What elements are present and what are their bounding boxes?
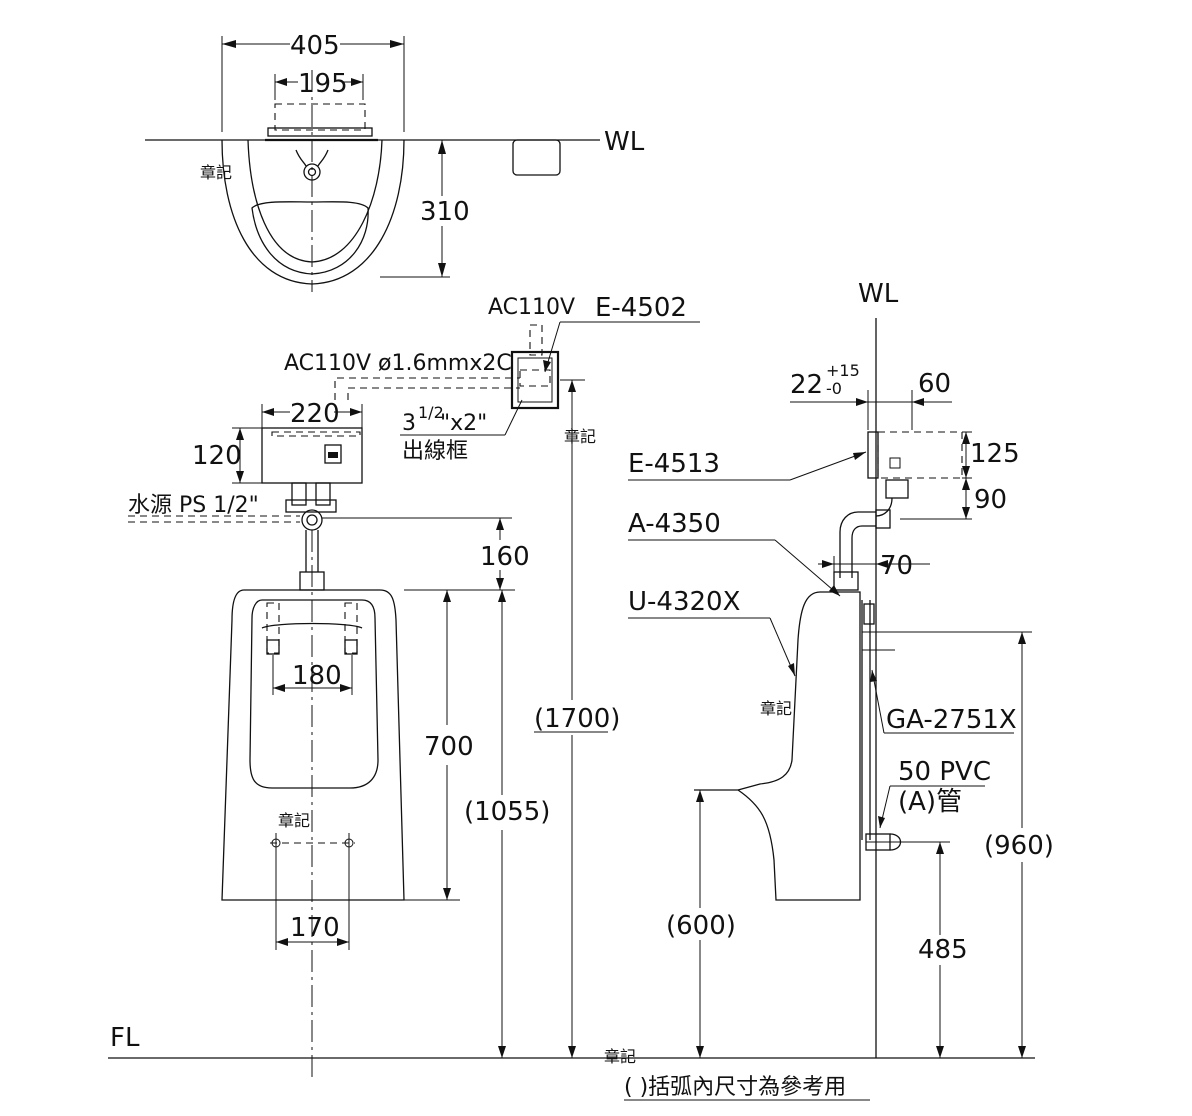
drain-pipe-type: (A)管 [898,787,962,817]
lip-height-dim: (600) [666,911,736,941]
side-stamp: 章記 [760,699,792,718]
box-model-label: E-4502 [595,293,687,323]
drain-height-dim: 485 [918,935,968,965]
floor-label: FL [110,1023,140,1053]
top-view: WL 405 195 [145,31,645,292]
hanger-spacing-dim: 170 [290,913,340,943]
spud-model-label: A-4350 [628,509,721,539]
sensor-height-dim: 120 [192,441,242,471]
box-size-whole: 3 [402,411,416,436]
water-supply-label: 水源 PS 1/2" [128,493,259,518]
drain-pipe-label: 50 PVC [898,757,991,787]
footnote: ( )括弧內尺寸為參考用 [624,1075,846,1100]
front-stamp-top: 章記 [564,427,596,446]
top-stamp: 章記 [200,163,232,182]
power-label-top: AC110V [488,295,575,320]
sensor-model-label: E-4513 [628,449,720,479]
box-size-fraction: 1/2 [418,403,444,422]
top-width-dim: 405 [290,31,340,61]
front-stamp-mid: 章記 [278,811,310,830]
box-size-rest: "x2" [440,411,487,436]
power-cable-label: AC110V ø1.6mmx2C [284,351,512,376]
offset-lower-tol: -0 [826,379,842,398]
depth-60-dim: 60 [918,369,951,399]
rim-height-dim: (1055) [464,797,550,827]
pipe-length-dim: 160 [480,542,530,572]
trap-model-label: GA-2751X [886,705,1017,735]
total-height-dim: (1700) [534,704,620,734]
offset-upper-tol: +15 [826,361,860,380]
urinal-model-label: U-4320X [628,587,740,617]
front-view: FL AC110V E-4502 AC110V ø1.6mmx2C 3 1/2 … [108,293,1035,1080]
side-wall-label: WL [858,279,899,309]
top-depth-dim: 310 [420,197,470,227]
height-125-dim: 125 [970,439,1020,469]
spud-dim: 70 [880,551,913,581]
box-name-label: 出線框 [402,439,468,464]
spud-height-dim: (960) [984,831,1054,861]
floor-stamp: 章記 [604,1047,636,1066]
sensor-width-dim: 220 [290,399,340,429]
offset-base-dim: 22 [790,370,823,400]
top-wall-label: WL [604,127,645,157]
bowl-inner-dim: 180 [292,661,342,691]
bowl-height-dim: 700 [424,732,474,762]
height-90-dim: 90 [974,485,1007,515]
top-inner-dim: 195 [298,69,348,99]
side-view: WL 22 +15 -0 60 E-4513 125 90 [604,279,1054,1066]
